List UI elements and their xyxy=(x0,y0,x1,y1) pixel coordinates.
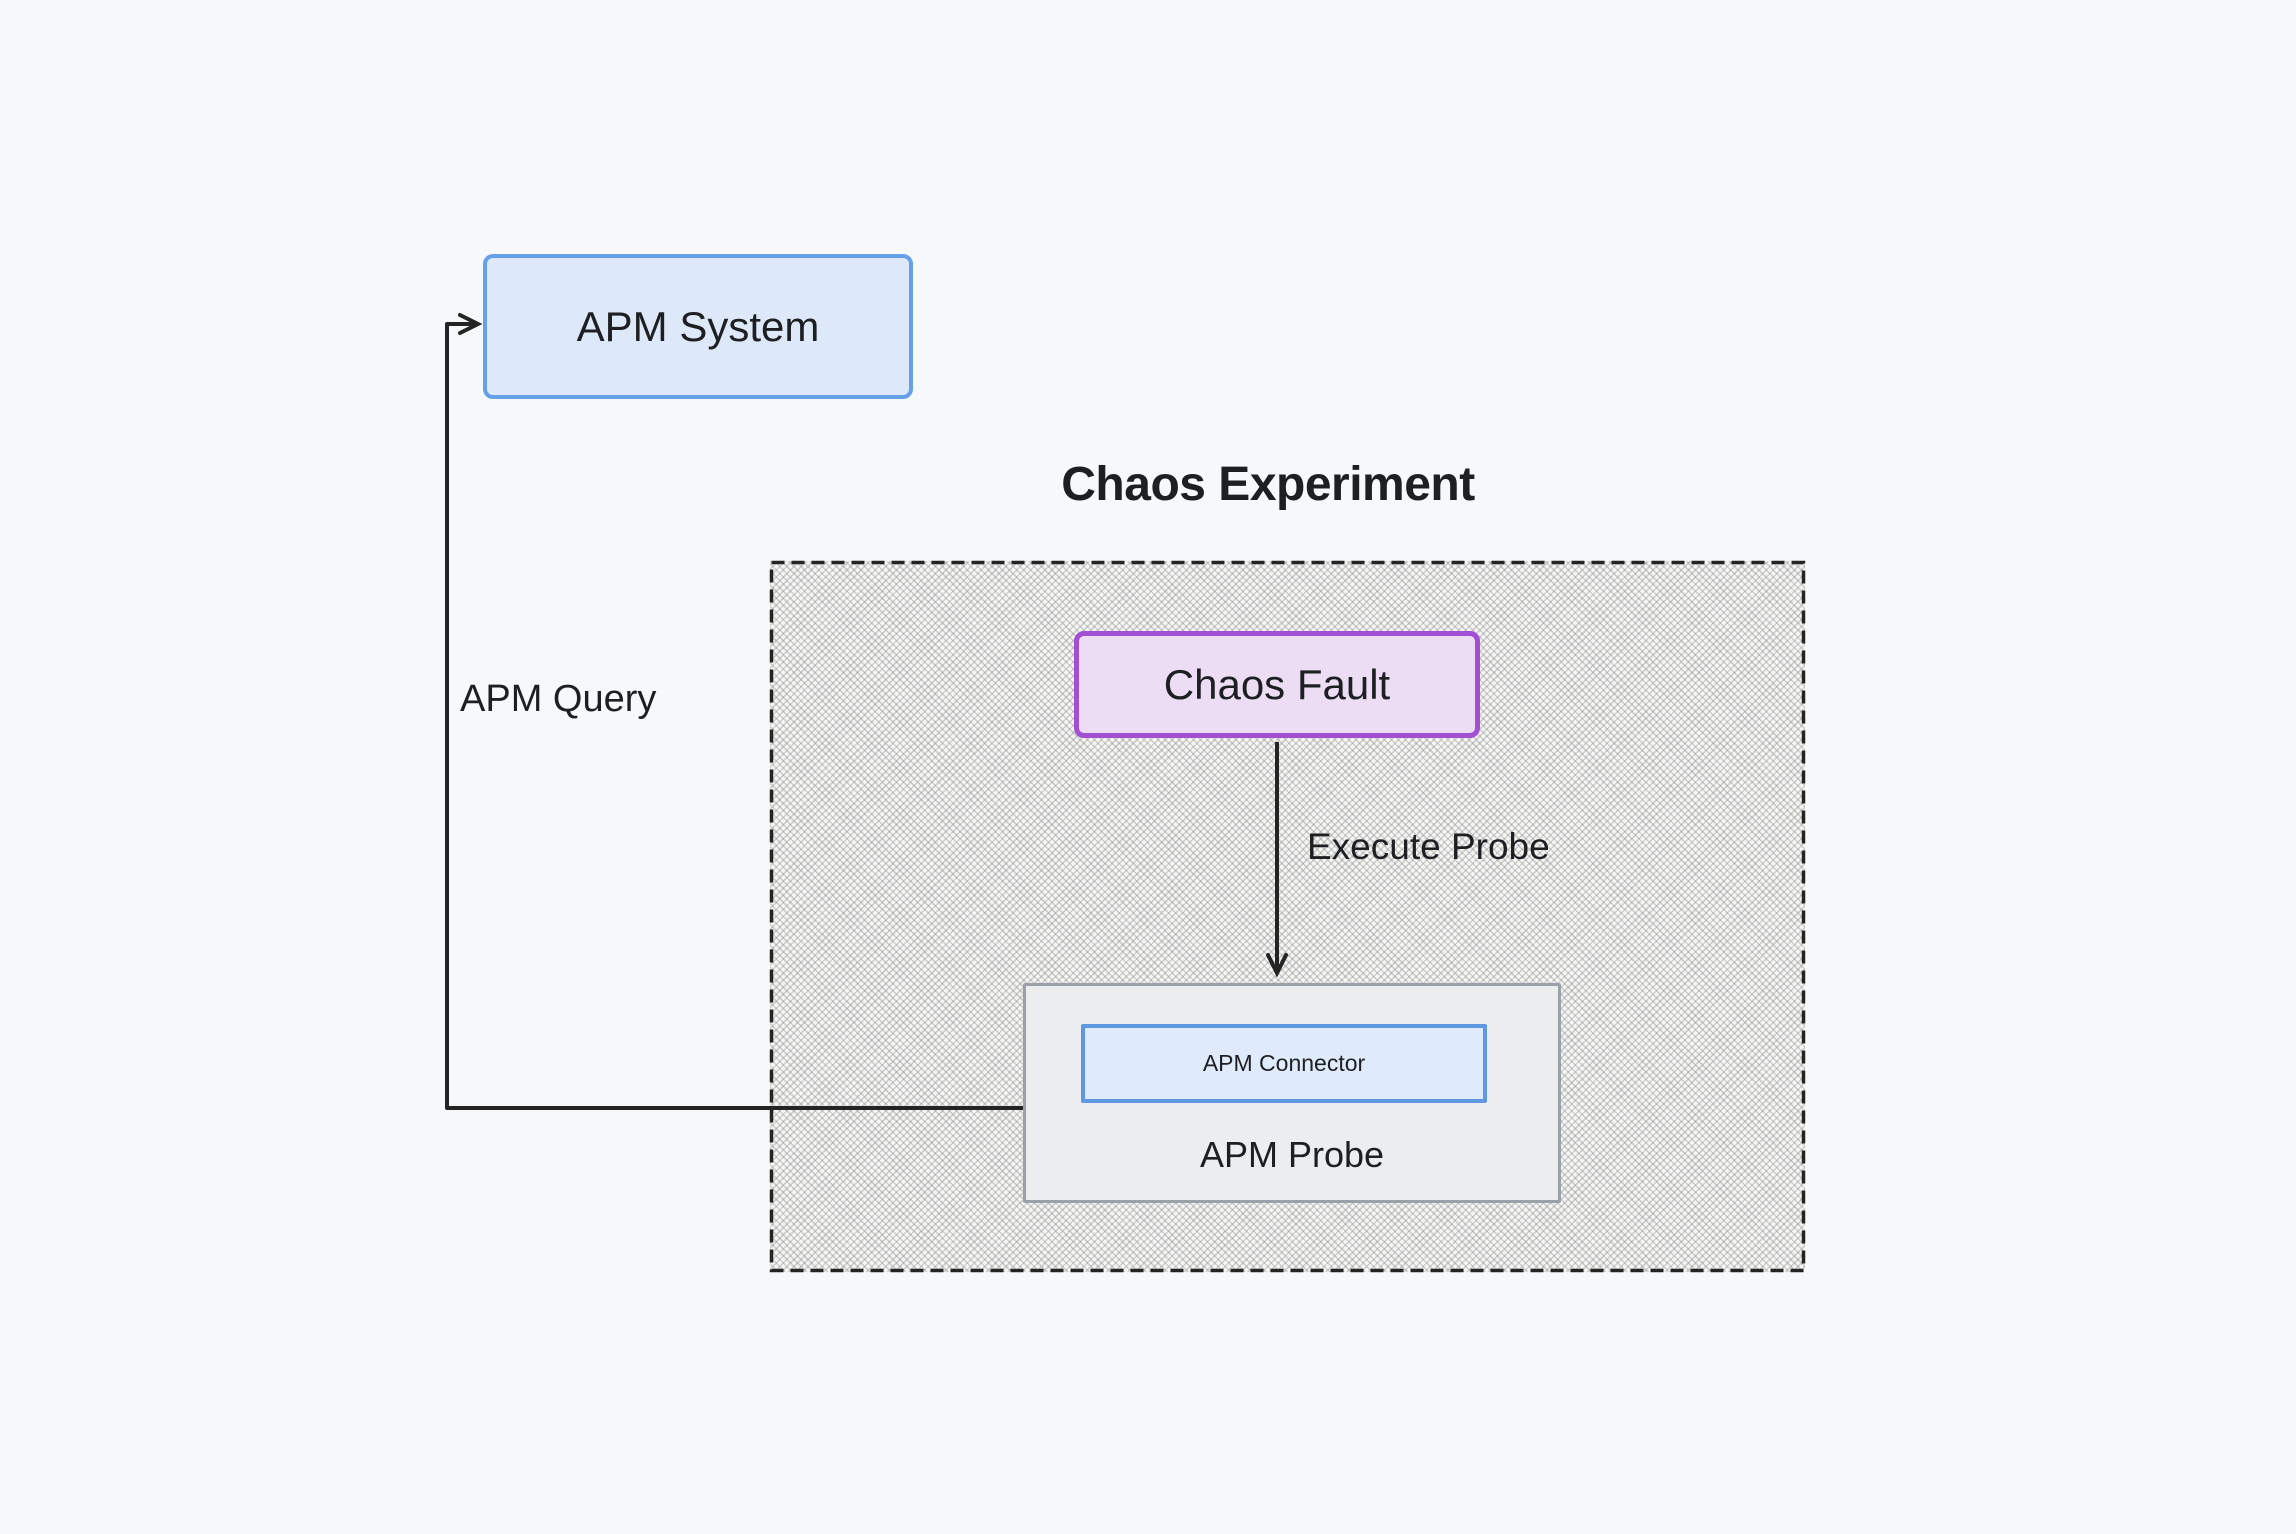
chaos-experiment-dashed-border xyxy=(769,560,1806,1273)
node-chaos-fault-label: Chaos Fault xyxy=(1163,660,1391,708)
node-apm-connector-label: APM Connector xyxy=(1202,1050,1366,1076)
edge-label-execute-probe: Execute Probe xyxy=(1307,826,1550,867)
node-apm-system: APM System xyxy=(483,254,913,399)
diagram-title: Chaos Experiment xyxy=(1061,458,1475,511)
node-apm-probe: APM Connector APM Probe xyxy=(1023,983,1561,1203)
node-apm-system-label: APM System xyxy=(576,302,820,350)
node-apm-connector: APM Connector xyxy=(1081,1024,1487,1103)
apm-query-connector-line xyxy=(445,313,1025,1110)
edge-label-apm-query: APM Query xyxy=(460,678,657,720)
node-apm-probe-label: APM Probe xyxy=(1199,1134,1385,1175)
node-chaos-fault: Chaos Fault xyxy=(1074,631,1480,738)
